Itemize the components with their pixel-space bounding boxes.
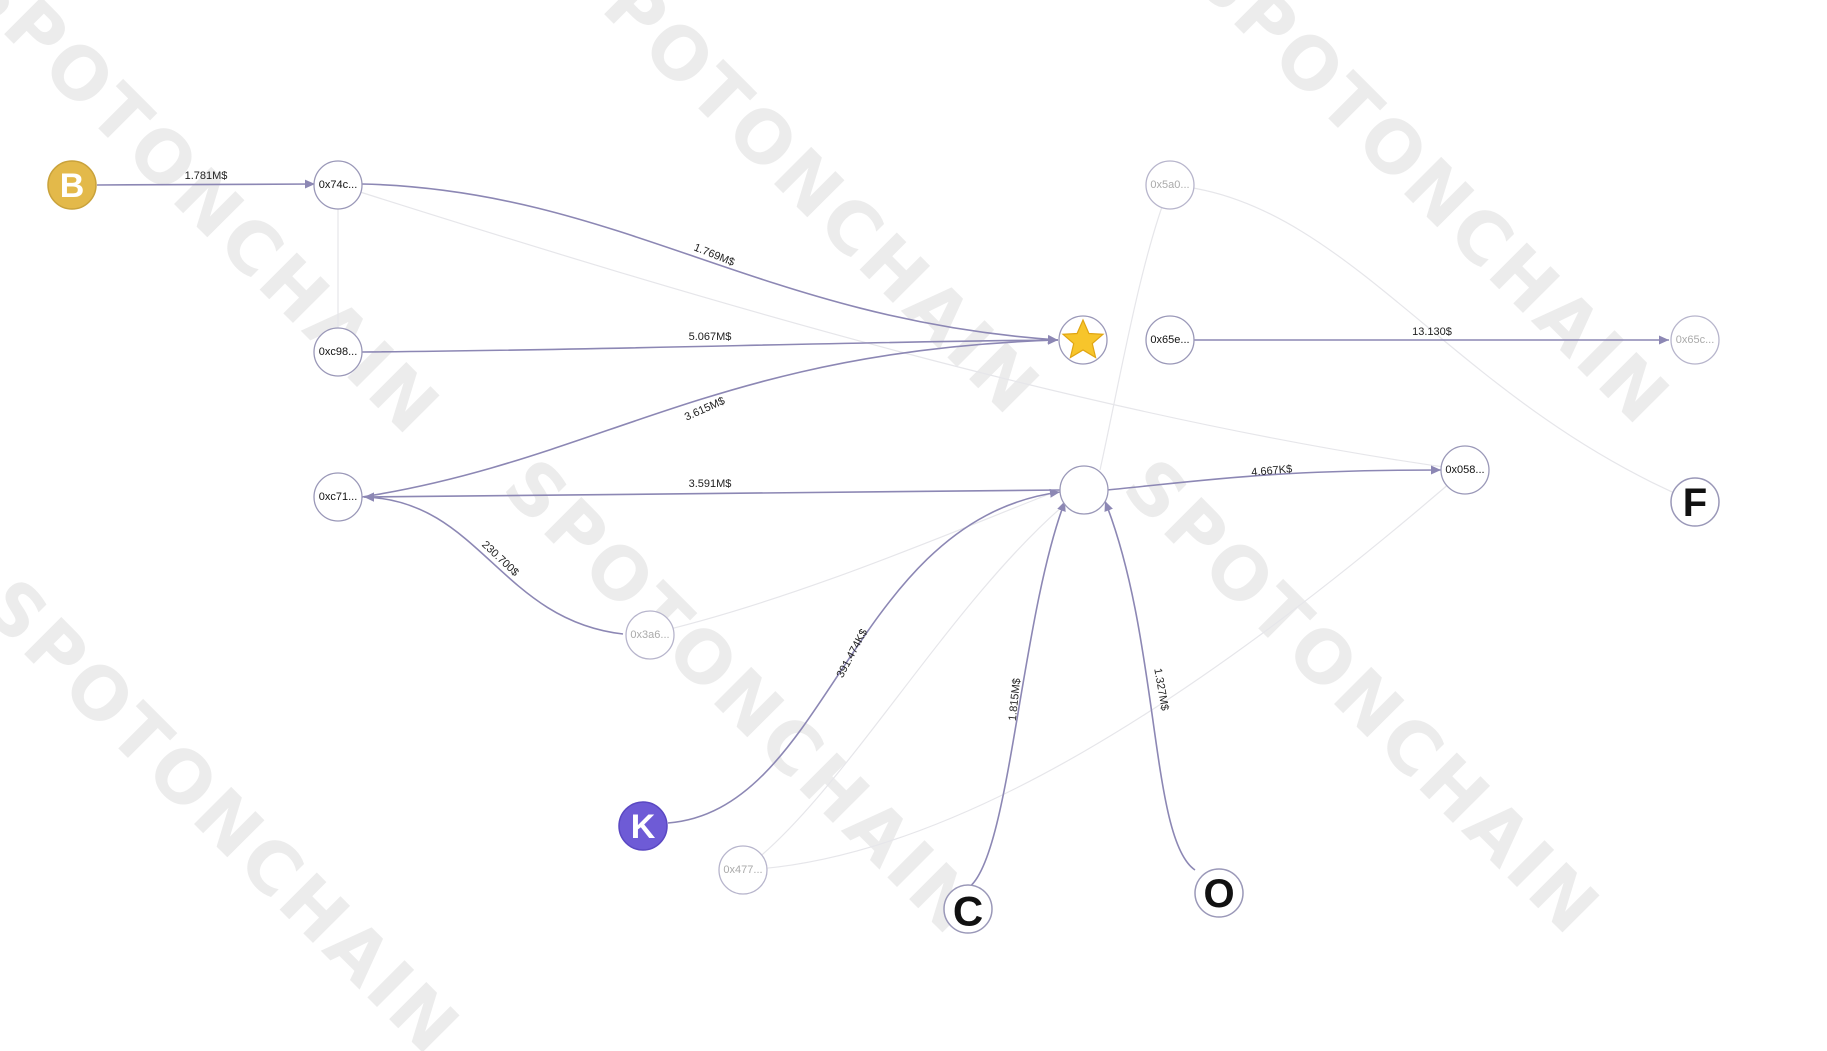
node-0x058-label: 0x058... (1445, 464, 1484, 476)
edge-label-b-0x74c: 1.781M$ (185, 170, 228, 182)
node-b[interactable]: B (47, 160, 97, 210)
node-k-label: K (631, 808, 656, 846)
node-k[interactable]: K (618, 801, 668, 851)
node-0x477-label: 0x477... (723, 864, 762, 876)
node-c[interactable]: C (943, 884, 993, 935)
edges (96, 179, 1669, 889)
edge-hub-to-0x058 (1106, 465, 1442, 491)
node-0x058[interactable]: 0x058... (1440, 445, 1490, 495)
node-0x65e-label: 0x65e... (1150, 334, 1189, 346)
node-0x477[interactable]: 0x477... (718, 845, 768, 895)
faint-link (337, 184, 1466, 471)
node-star[interactable] (1058, 315, 1108, 365)
node-0x3a6[interactable]: 0x3a6... (625, 610, 675, 660)
node-hub[interactable] (1059, 465, 1109, 515)
edge-k-to-hub (667, 488, 1061, 824)
node-o-label: O (1203, 872, 1234, 916)
edge-0xc71-to-star (361, 335, 1059, 498)
node-0xc71-label: 0xc71... (319, 491, 358, 503)
faint-link (644, 489, 1061, 636)
edge-label-0x74c-star: 1.769M$ (692, 242, 736, 269)
edge-label-c-hub: 1.815M$ (1007, 678, 1023, 722)
star-icon (1061, 318, 1105, 359)
edge-label-o-hub: 1.327M$ (1151, 667, 1170, 711)
node-0x74c[interactable]: 0x74c... (313, 160, 363, 210)
watermark-text: SPOTONCHAIN (1108, 443, 1617, 952)
edge-label-hub-0xc71: 3.591M$ (689, 478, 732, 490)
watermark-text: SPOTONCHAIN (0, 0, 457, 452)
watermark-layer: SPOTONCHAIN SPOTONCHAIN SPOTONCHAIN SPOT… (0, 0, 1687, 1051)
node-0xc71[interactable]: 0xc71... (313, 472, 363, 522)
edge-hub-to-0xc71 (363, 489, 1061, 502)
edge-b-to-0x74c (96, 179, 316, 189)
node-0xc98[interactable]: 0xc98... (313, 327, 363, 377)
node-f[interactable]: F (1670, 477, 1720, 527)
node-0x74c-label: 0x74c... (319, 179, 358, 191)
node-b-label: B (60, 167, 85, 205)
node-o[interactable]: O (1194, 868, 1244, 918)
faint-link (742, 499, 1071, 871)
edge-0x3a6-to-0xc71 (363, 492, 624, 635)
watermark-text: SPOTONCHAIN (1178, 0, 1687, 442)
edge-label-0xc71-star: 3.615M$ (683, 395, 727, 423)
edge-label-0xc98-star: 5.067M$ (689, 331, 732, 343)
node-0x65c[interactable]: 0x65c... (1670, 315, 1720, 365)
edge-label-k-hub: 391.474K$ (835, 627, 871, 680)
node-c-label: C (953, 888, 983, 935)
edge-c-to-hub (967, 500, 1066, 889)
faint-link (742, 469, 1466, 871)
node-0x5a0-label: 0x5a0... (1150, 179, 1189, 191)
node-0x65e[interactable]: 0x65e... (1145, 315, 1195, 365)
faint-link (1099, 184, 1171, 471)
node-0x5a0[interactable]: 0x5a0... (1145, 160, 1195, 210)
node-0x3a6-label: 0x3a6... (630, 629, 669, 641)
node-0x65c-label: 0x65c... (1676, 334, 1715, 346)
edge-label-0x65e-0x65c: 13.130$ (1412, 326, 1452, 338)
faint-link (1169, 184, 1696, 503)
node-f-label: F (1683, 481, 1707, 525)
edge-label-hub-0x058: 4.667K$ (1251, 463, 1293, 479)
edge-o-to-hub (1104, 500, 1196, 871)
edge-label-0x3a6-0xc71: 230.700$ (479, 539, 521, 579)
edge-0x74c-to-star (361, 183, 1059, 344)
edge-0xc98-to-star (361, 335, 1059, 353)
watermark-text: SPOTONCHAIN (0, 563, 477, 1051)
nodes: B 0x74c... 0xc98... 0xc71... 0x3a6... K (47, 160, 1720, 935)
watermark-text: SPOTONCHAIN (548, 0, 1057, 432)
node-0xc98-label: 0xc98... (319, 346, 358, 358)
faint-links (337, 184, 1696, 871)
